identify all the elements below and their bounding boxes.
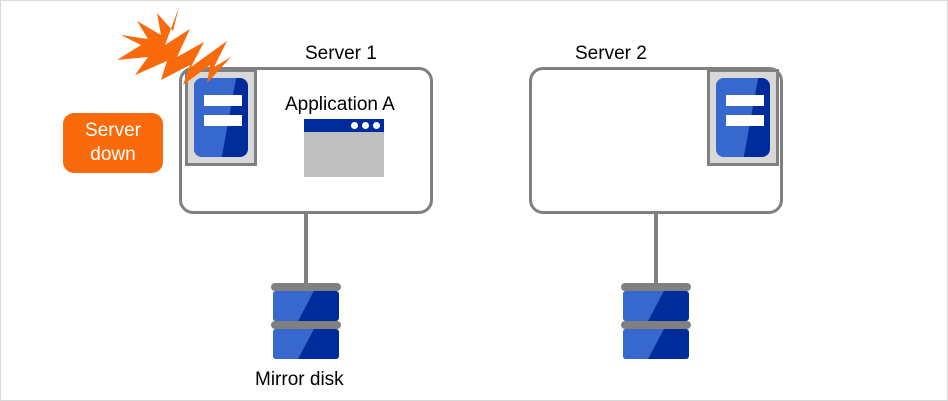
mirror-disk-label: Mirror disk <box>255 369 344 390</box>
disk-block-upper <box>623 291 689 321</box>
application-window-titlebar <box>304 119 384 132</box>
disk-platter-middle <box>271 321 341 329</box>
disk-block-lower <box>273 329 339 359</box>
window-dot-1 <box>351 122 358 129</box>
server-tower-chassis <box>716 78 770 157</box>
disk-block-upper <box>273 291 339 321</box>
server-down-line-2: down <box>90 144 136 165</box>
server-down-badge: Server down <box>63 113 163 173</box>
server1-disk-connector <box>304 213 308 285</box>
server-down-line-1: Server <box>85 120 141 141</box>
window-dot-3 <box>373 122 380 129</box>
disk-platter-top <box>621 283 691 291</box>
server-tower-icon <box>185 69 257 166</box>
server-tower-slot-1 <box>204 95 242 106</box>
application-window-dots <box>351 122 380 129</box>
server-tower-slot-1 <box>726 95 764 106</box>
application-a-label: Application A <box>285 94 395 115</box>
disk-block-lower <box>623 329 689 359</box>
server-tower-slot-2 <box>204 115 242 126</box>
disk-platter-middle <box>621 321 691 329</box>
server-tower-slot-2 <box>726 115 764 126</box>
mirror-disk-icon <box>621 283 691 361</box>
server-tower-chassis <box>194 78 248 157</box>
mirror-disk-icon <box>271 283 341 361</box>
application-window-body <box>304 132 384 177</box>
server-tower-icon <box>707 69 779 166</box>
lightning-burst-icon <box>117 7 231 85</box>
disk-platter-top <box>271 283 341 291</box>
server2-disk-connector <box>654 213 658 285</box>
application-window-icon <box>304 119 384 177</box>
server2-title: Server 2 <box>575 43 647 64</box>
window-dot-2 <box>362 122 369 129</box>
server1-title: Server 1 <box>305 43 377 64</box>
